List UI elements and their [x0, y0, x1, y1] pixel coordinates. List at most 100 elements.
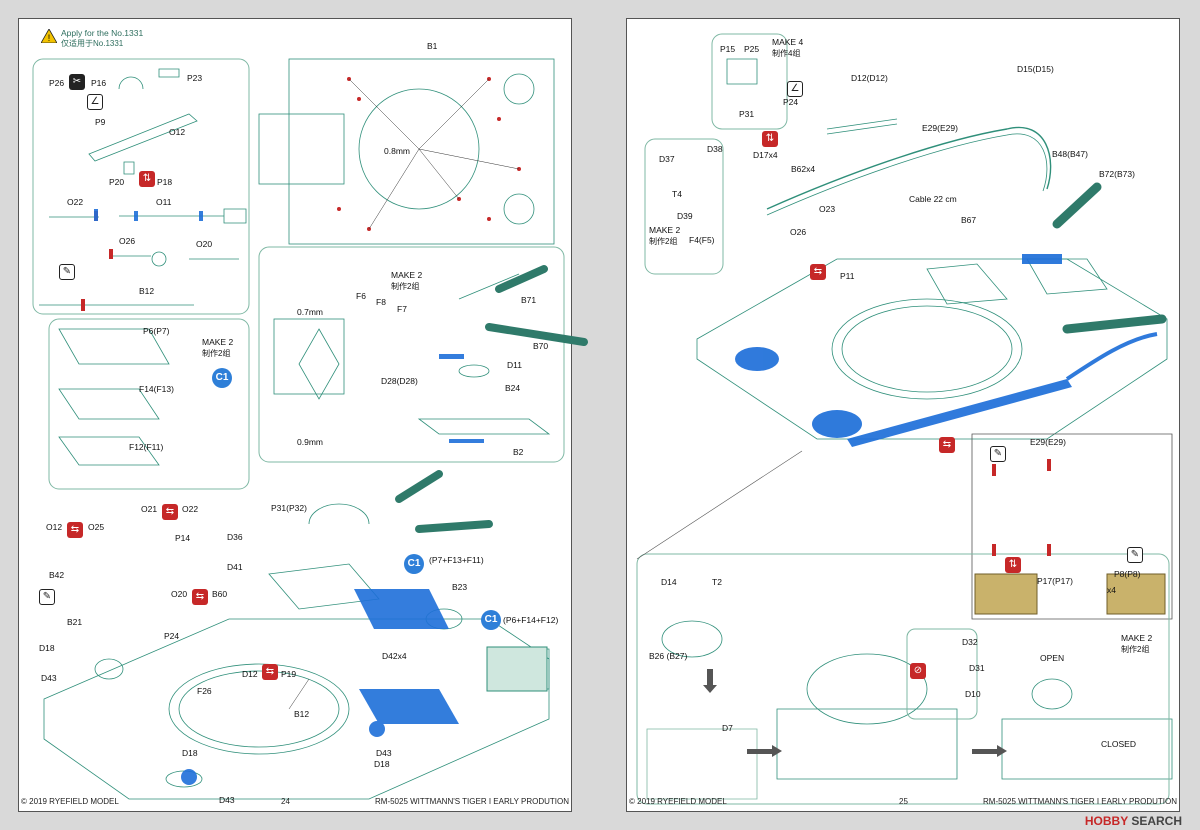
label-b71: B71 — [521, 295, 537, 305]
label-f12: F12(F11) — [129, 442, 164, 452]
label-p18: P18 — [157, 177, 173, 187]
label-e29-b: E29(E29) — [1030, 437, 1066, 447]
label-b67: B67 — [961, 215, 977, 225]
label-closed: CLOSED — [1101, 739, 1136, 749]
callout-c1-b: C1 — [481, 610, 501, 630]
label-p6: P6(P7) — [143, 326, 170, 336]
bend-arrow-icon-8: ⇆ — [939, 437, 955, 453]
label-b12-b: B12 — [294, 709, 310, 719]
page-number: 24 — [281, 797, 290, 806]
label-d41: D41 — [227, 562, 243, 572]
apply-note-en: Apply for the No.1331 — [61, 28, 144, 38]
make2-label: MAKE 2 — [202, 337, 234, 347]
label-d12: D12 — [242, 669, 258, 679]
label-b42: B42 — [49, 570, 65, 580]
page-number-r: 25 — [899, 797, 908, 806]
make2-label-r2: MAKE 2 — [1121, 633, 1153, 643]
label-b21: B21 — [67, 617, 83, 627]
label-d38: D38 — [707, 144, 723, 154]
bend-arrow-icon-9: ⇅ — [1005, 557, 1021, 573]
label-d43-a: D43 — [41, 673, 57, 683]
label-b72: B72(B73) — [1099, 169, 1135, 179]
label-c1-b: (P6+F14+F12) — [503, 615, 559, 625]
bend-arrow-icon-5: ⇆ — [262, 664, 278, 680]
bend-arrow-icon-3: ⇆ — [67, 522, 83, 538]
bend-arrow-icon-4: ⇆ — [192, 589, 208, 605]
label-d37: D37 — [659, 154, 675, 164]
label-p20: P20 — [109, 177, 125, 187]
label-d11: D11 — [507, 360, 522, 370]
label-p15: P15 — [720, 44, 736, 54]
label-b1: B1 — [427, 41, 438, 51]
footer-copyright: © 2019 RYEFIELD MODEL — [21, 797, 119, 806]
label-b60: B60 — [212, 589, 228, 599]
label-o22-b: O22 — [182, 504, 199, 514]
label-p11: P11 — [840, 271, 855, 281]
make2-label-r: MAKE 2 — [649, 225, 681, 235]
label-d42: D42x4 — [382, 651, 407, 661]
label-p25: P25 — [744, 44, 760, 54]
label-b62: B62x4 — [791, 164, 816, 174]
label-p9: P9 — [95, 117, 106, 127]
label-f4: F4(F5) — [689, 235, 715, 245]
bend-icon-2: ∠ — [787, 81, 803, 97]
cut-icon: ✂ — [69, 74, 85, 90]
label-b24: B24 — [505, 383, 521, 393]
label-o26: O26 — [119, 236, 136, 246]
label-b70: B70 — [533, 341, 549, 351]
label-p8: P8(P8) — [1114, 569, 1141, 579]
label-0-8mm: 0.8mm — [384, 146, 410, 156]
label-d39: D39 — [677, 211, 693, 221]
bend-arrow-icon-2: ⇆ — [162, 504, 178, 520]
callout-c1: C1 — [212, 368, 232, 388]
label-b2: B2 — [513, 447, 524, 457]
label-o26-r: O26 — [790, 227, 807, 237]
label-d18-c: D18 — [182, 748, 198, 758]
label-p26: P26 — [49, 78, 65, 88]
bend-arrow-icon: ⇅ — [139, 171, 155, 187]
label-p14: P14 — [175, 533, 191, 543]
warning-icon: ! — [41, 29, 57, 43]
label-o11: O11 — [156, 197, 172, 207]
bend-icon: ∠ — [87, 94, 103, 110]
label-d15: D15(D15) — [1017, 64, 1054, 74]
label-b48: B48(B47) — [1052, 149, 1088, 159]
label-d32: D32 — [962, 637, 978, 647]
label-d7: D7 — [722, 723, 733, 733]
label-p31: P31(P32) — [271, 503, 307, 513]
label-p24: P24 — [783, 97, 799, 107]
label-x4: x4 — [1107, 585, 1116, 595]
make2-label-b: MAKE 2 — [391, 270, 423, 280]
label-o25: O25 — [88, 522, 105, 532]
label-d31: D31 — [969, 663, 985, 673]
label-p31: P31 — [739, 109, 755, 119]
label-d43-c: D43 — [219, 795, 235, 805]
label-o21: O21 — [141, 504, 158, 514]
label-d18-b: D18 — [374, 759, 390, 769]
label-p19: P19 — [281, 669, 297, 679]
label-0-9mm: 0.9mm — [297, 437, 323, 447]
label-t4: T4 — [672, 189, 682, 199]
label-p24: P24 — [164, 631, 180, 641]
label-o12: O12 — [169, 127, 186, 137]
label-b26: B26 (B27) — [649, 651, 688, 661]
label-d43-b: D43 — [376, 748, 392, 758]
label-d28: D28(D28) — [381, 376, 418, 386]
label-open: OPEN — [1040, 653, 1065, 663]
label-f6: F6 — [356, 291, 366, 301]
label-d10: D10 — [965, 689, 981, 699]
label-o23: O23 — [819, 204, 836, 214]
label-o20: O20 — [196, 239, 213, 249]
watermark-logo: HOBBY SEARCH — [1085, 814, 1182, 828]
make4-label-cn: 制作4组 — [772, 49, 801, 58]
callout-c1-a: C1 — [404, 554, 424, 574]
right-page-diagram — [636, 33, 1173, 805]
label-f26: F26 — [197, 686, 212, 696]
glue-icon-2: ✎ — [39, 589, 55, 605]
glue-icon-4: ✎ — [1127, 547, 1143, 563]
watermark-hobby: HOBBY — [1084, 814, 1128, 828]
make4-label: MAKE 4 — [772, 37, 804, 47]
instruction-page-25: ⇅ ⇆ ⇆ ⇅ ∠ ✎ ✎ ⊘ P15 P25 MAKE 4 制作4组 P31 … — [626, 18, 1180, 812]
label-b12: B12 — [139, 286, 155, 296]
make2-label-r2-cn: 制作2组 — [1121, 645, 1150, 654]
